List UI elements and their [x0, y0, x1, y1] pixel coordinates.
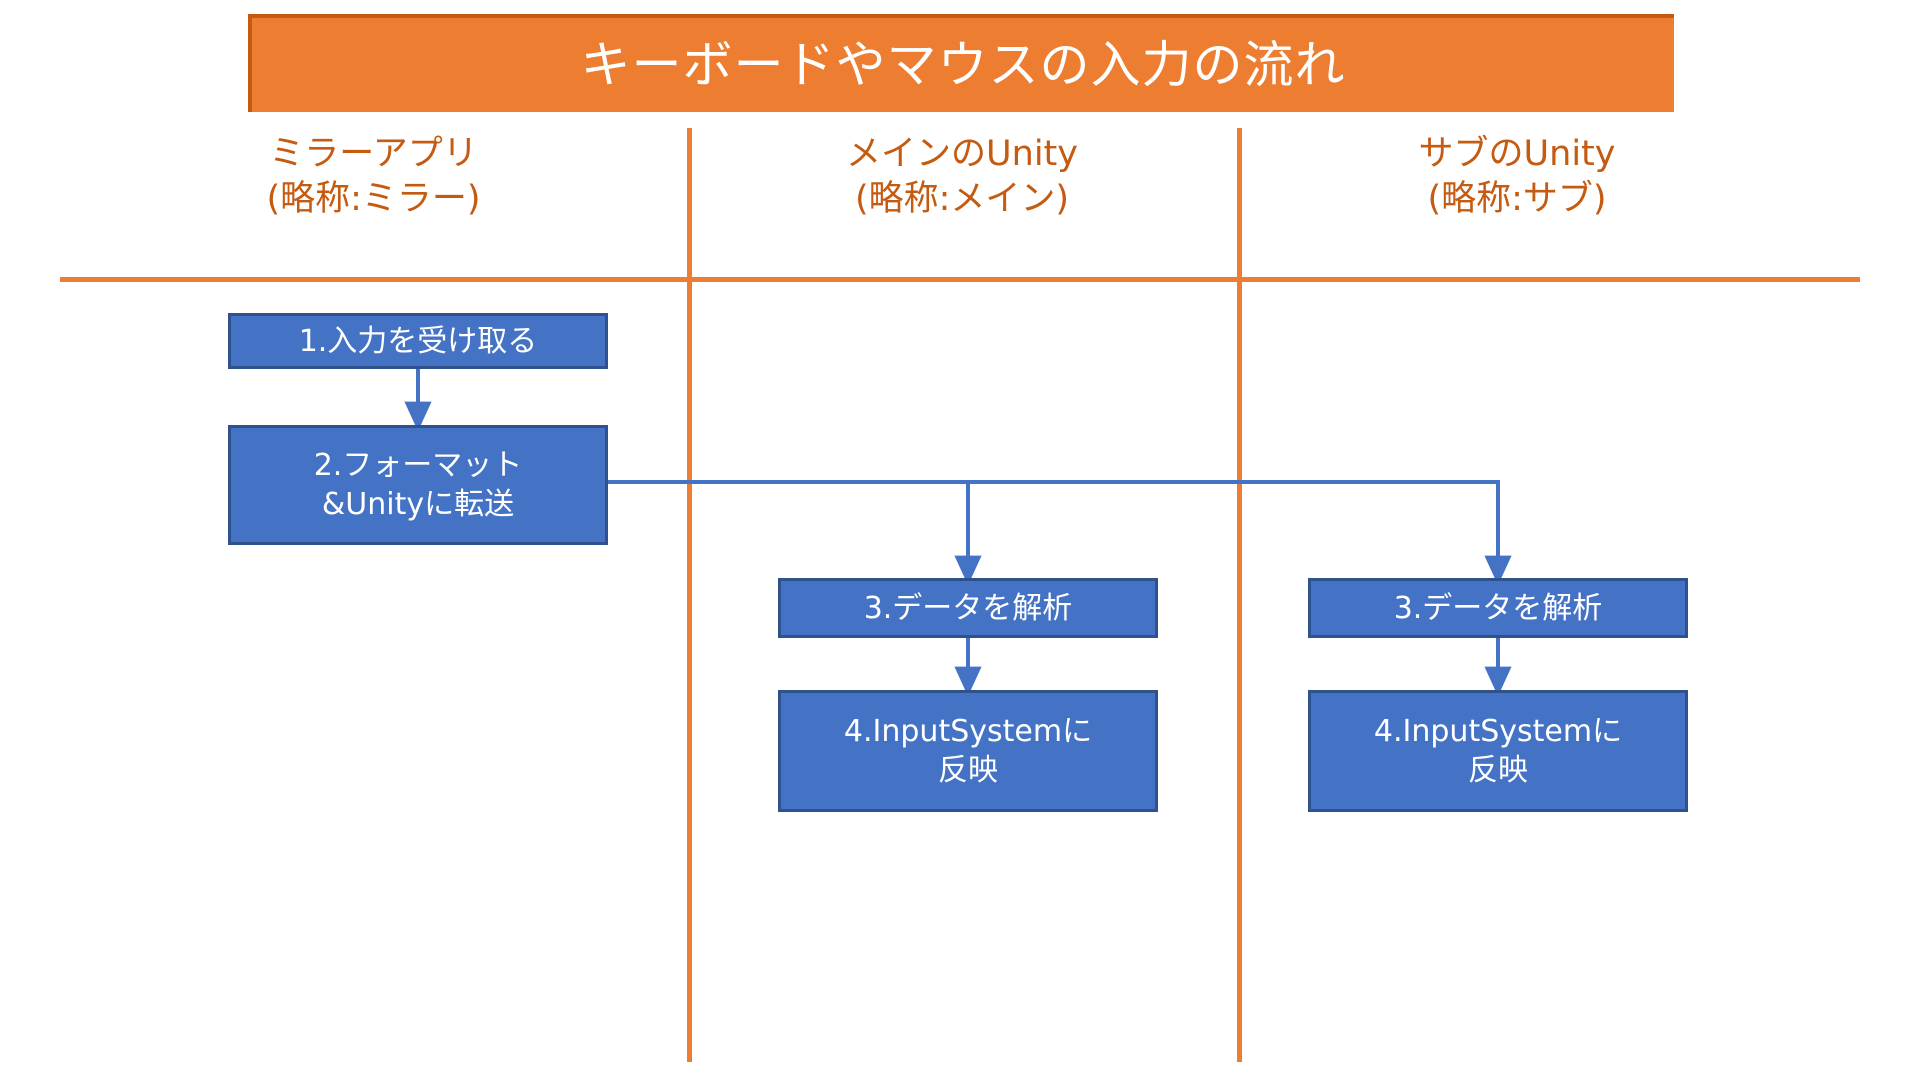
lane-header-main-unity-line2: (略称:メイン)	[854, 178, 1070, 219]
connector-box2-to-box5	[608, 480, 1512, 586]
lane-divider-mirror-main	[687, 128, 692, 1062]
lane-header-rule	[60, 277, 1860, 282]
diagram-title-banner: キーボードやマウスの入力の流れ	[248, 14, 1674, 112]
process-box-4-label: 4.InputSystemに 反映	[844, 712, 1092, 790]
process-box-2-line1: 2.フォーマット	[313, 448, 523, 483]
process-box-4-inputsystem-main[interactable]: 4.InputSystemに 反映	[778, 690, 1158, 812]
lane-header-sub-unity-line1: サブのUnity	[1418, 134, 1616, 174]
process-box-1-receive-input[interactable]: 1.入力を受け取る	[228, 313, 608, 369]
lane-header-sub-unity: サブのUnity (略称:サブ)	[1237, 132, 1797, 228]
process-box-5-line1: 3.データを解析	[1393, 590, 1603, 626]
lane-header-main-unity: メインのUnity (略称:メイン)	[687, 132, 1237, 228]
lane-header-sub-unity-line2: (略称:サブ)	[1427, 178, 1607, 219]
lane-header-mirror-app: ミラーアプリ (略称:ミラー)	[60, 132, 687, 228]
process-box-1-label: 1.入力を受け取る	[299, 322, 538, 361]
process-box-2-label: 2.フォーマット &Unityに転送	[314, 446, 523, 524]
lane-header-main-unity-line1: メインのUnity	[846, 134, 1078, 174]
process-box-6-line2: 反映	[1468, 753, 1528, 788]
process-box-6-label: 4.InputSystemに 反映	[1374, 712, 1622, 790]
process-box-4-line2: 反映	[938, 753, 998, 788]
process-box-3-label: 3.データを解析	[864, 589, 1073, 628]
connector-box2-to-box3	[608, 480, 982, 586]
process-box-2-format-and-send[interactable]: 2.フォーマット &Unityに転送	[228, 425, 608, 545]
process-box-2-line2: &Unityに転送	[321, 487, 515, 522]
lane-header-mirror-app-line2: (略称:ミラー)	[266, 178, 481, 219]
process-box-3-parse-data-sub[interactable]: 3.データを解析	[1308, 578, 1688, 638]
process-box-3-line1: 3.データを解析	[863, 590, 1073, 626]
process-box-3-parse-data-main[interactable]: 3.データを解析	[778, 578, 1158, 638]
process-box-1-line1: 1.入力を受け取る	[298, 323, 538, 359]
process-box-4-line1: 4.InputSystemに	[843, 714, 1093, 749]
process-box-6-line1: 4.InputSystemに	[1373, 714, 1623, 749]
lane-divider-main-sub	[1237, 128, 1242, 1062]
process-box-4-inputsystem-sub[interactable]: 4.InputSystemに 反映	[1308, 690, 1688, 812]
lane-header-mirror-app-line1: ミラーアプリ	[269, 134, 478, 174]
page-title: キーボードやマウスの入力の流れ	[580, 36, 1346, 94]
process-box-5-label: 3.データを解析	[1394, 589, 1603, 628]
